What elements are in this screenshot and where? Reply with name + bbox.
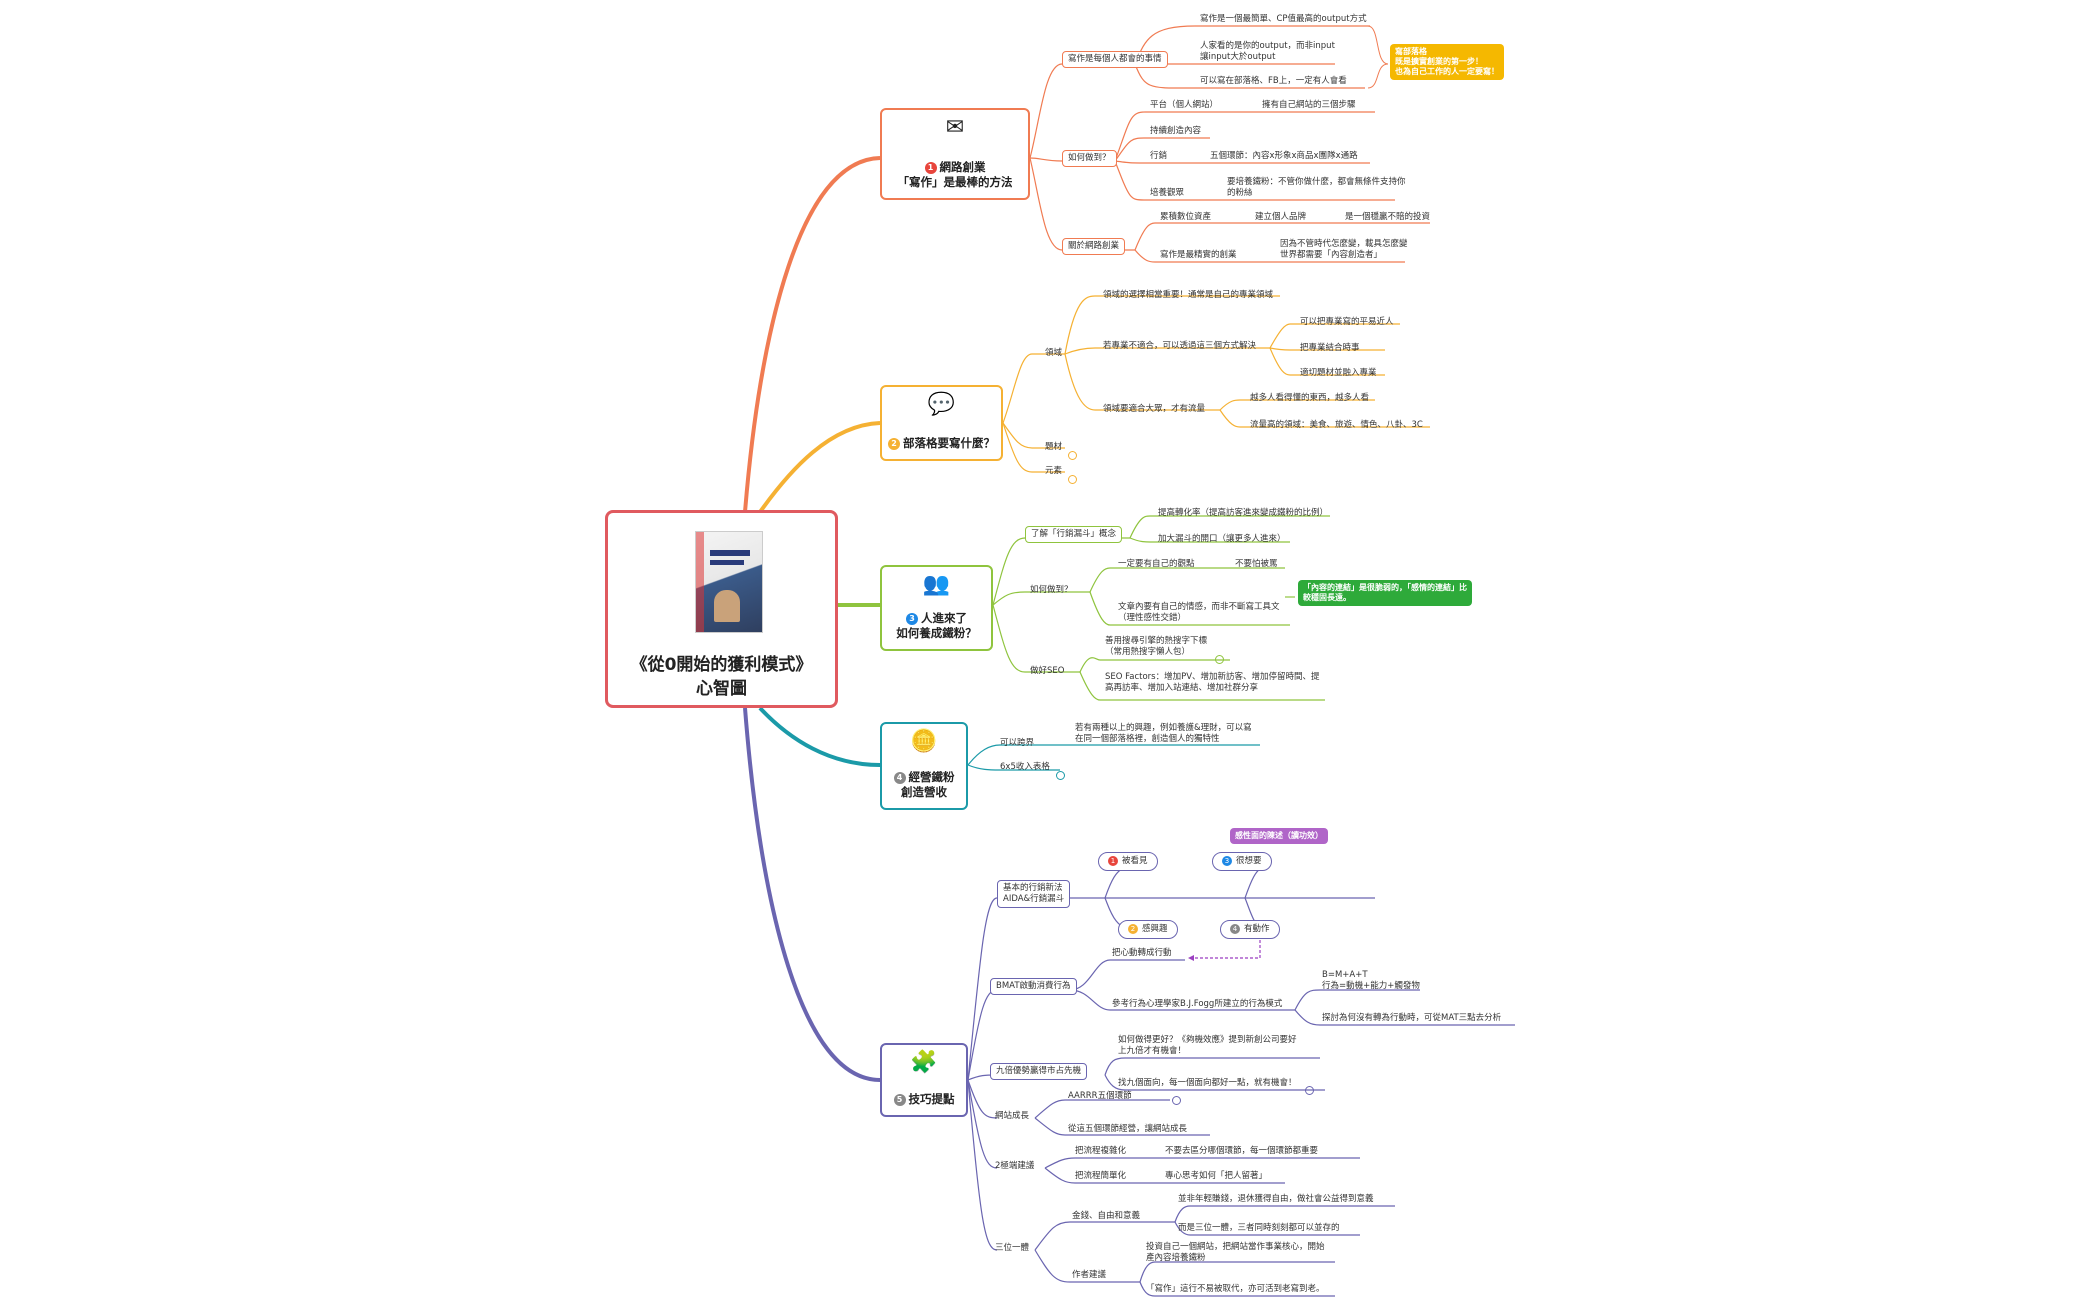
t5-leaf: 找九個面向，每一個面向都好一點，就有機會！ — [1118, 1078, 1297, 1088]
root-title: 《從0開始的獲利模式》 心智圖 — [630, 655, 813, 699]
t3-leaf: 加大漏斗的開口（讓更多人進來） — [1158, 534, 1286, 544]
puzzle-icon: 🧩 — [910, 1050, 938, 1075]
people-icon: 👥 — [922, 572, 951, 597]
t5-leaf: 從這五個環節經營，讓網站成長 — [1068, 1124, 1188, 1134]
t5-leaf: 專心思考如何「把人留著」 — [1165, 1171, 1268, 1181]
t1-leaf: 寫作是最精實的創業 — [1160, 250, 1237, 260]
t2-subtopic-field[interactable]: 領域 — [1045, 348, 1063, 358]
t5-leaf: 如何做得更好？《夠機效應》提到新創公司要好上九倍才有機會！ — [1118, 1035, 1297, 1056]
t2-leaf: 流量高的領域：美食、旅遊、情色、八卦、3C — [1250, 420, 1423, 430]
t5-leaf: 把心動轉成行動 — [1112, 948, 1172, 958]
t3-leaf: SEO Factors：增加PV、增加新訪客、增加停留時間、提高再訪率、增加入站… — [1105, 672, 1320, 693]
t1-leaf: 行銷 — [1150, 151, 1168, 161]
t3-leaf: 不要怕被罵 — [1235, 559, 1278, 569]
t5-leaf: 探討為何沒有轉為行動時，可從MAT三點去分析 — [1322, 1013, 1502, 1023]
t1-leaf: 可以寫在部落格、FB上，一定有人會看 — [1200, 76, 1347, 86]
collapse-icon[interactable] — [1056, 771, 1065, 780]
t3-leaf: 一定要有自己的觀點 — [1118, 559, 1195, 569]
t1-leaf: 五個環節：內容x形象x商品x團隊x通路 — [1210, 151, 1358, 161]
collapse-icon[interactable] — [1068, 475, 1077, 484]
t5-leaf: AARRR五個環節 — [1068, 1091, 1132, 1101]
root-node[interactable]: 《從0開始的獲利模式》 心智圖 — [605, 510, 838, 708]
t5-subtopic-growth[interactable]: 網站成長 — [995, 1111, 1030, 1121]
envelope-icon: ✉ — [945, 115, 965, 140]
t3-subtopic-funnel[interactable]: 了解「行銷漏斗」概念 — [1025, 526, 1123, 543]
t5-leaf: 而是三位一體，三者同時刻刻都可以並存的 — [1178, 1223, 1340, 1233]
t5-subtopic-extremes[interactable]: 2極端建議 — [995, 1161, 1035, 1171]
t1-leaf: 是一個穩贏不賠的投資 — [1345, 212, 1431, 222]
t3-leaf: 文章內要有自己的情感，而非不斷寫工具文（理性感性交錯） — [1118, 602, 1280, 623]
t1-subtopic-how[interactable]: 如何做到？ — [1062, 150, 1117, 167]
branch-line-2 — [758, 421, 881, 514]
t5-leaf: 參考行為心理學家B.J.Fogg所建立的行為模式 — [1112, 999, 1283, 1009]
branch-line-4 — [758, 706, 881, 767]
collapse-icon[interactable] — [1215, 655, 1224, 664]
t1-leaf: 要培養鐵粉：不管你做什麼，都會無條件支持你的粉絲 — [1227, 177, 1406, 198]
t2-leaf: 把專業結合時事 — [1300, 343, 1360, 353]
chat-icon: 💬 — [927, 392, 956, 417]
t4-subtopic-income-table[interactable]: 6x5收入表格 — [1000, 762, 1050, 772]
t3-leaf: 提高轉化率（提高訪客進來變成鐵粉的比例） — [1158, 508, 1329, 518]
t4-leaf: 若有兩種以上的興趣，例如養護&理財，可以寫在同一個部落格裡，創造個人的獨特性 — [1075, 723, 1252, 744]
coins-icon: 🪙 — [910, 729, 938, 754]
t3-callout: 「內容的連結」是很脆弱的，「感情的連結」比較穩固長遠。 — [1298, 580, 1472, 606]
t3-subtopic-how[interactable]: 如何做到？ — [1030, 585, 1073, 595]
t5-callout: 感性面的陳述（讀功效） — [1230, 828, 1328, 844]
t5-subtopic-trinity[interactable]: 三位一體 — [995, 1243, 1030, 1253]
t5-leaf: 投資自己一個網站，把網站當作事業核心，開始產內容培養鐵粉 — [1146, 1242, 1325, 1263]
t1-leaf: 累積數位資產 — [1160, 212, 1212, 222]
collapse-icon[interactable] — [1305, 1086, 1314, 1095]
t1-leaf: 建立個人品牌 — [1255, 212, 1307, 222]
t5-leaf: 金錢、自由和意義 — [1072, 1211, 1141, 1221]
t3-subtopic-seo[interactable]: 做好SEO — [1030, 666, 1065, 676]
book-cover-image — [695, 531, 763, 633]
branch-line-1 — [743, 156, 881, 513]
t5-leaf: 「寫作」這行不易被取代，亦可活到老寫到老。 — [1146, 1284, 1325, 1294]
t1-subtopic-writing[interactable]: 寫作是每個人都會的事情 — [1062, 51, 1168, 68]
t5-leaf: 作者建議 — [1072, 1270, 1107, 1280]
t4-subtopic-crossover[interactable]: 可以跨界 — [1000, 738, 1035, 748]
t1-leaf: 寫作是一個最簡單、CP值最高的output方式 — [1200, 14, 1367, 24]
branch-line-5 — [743, 707, 881, 1082]
collapse-icon[interactable] — [1172, 1096, 1181, 1105]
collapse-icon[interactable] — [1068, 451, 1077, 460]
t2-leaf: 領域要適合大眾，才有流量 — [1103, 404, 1206, 414]
t5-leaf: 把流程簡單化 — [1075, 1171, 1127, 1181]
t1-subtopic-startup[interactable]: 關於網路創業 — [1062, 238, 1126, 255]
t2-subtopic-topic[interactable]: 題材 — [1045, 442, 1063, 452]
t3-leaf: 善用搜尋引擎的熱搜字下標（常用熱搜字懶人包） — [1105, 636, 1208, 657]
t2-leaf: 可以把專業寫的平易近人 — [1300, 317, 1394, 327]
t2-leaf: 領域的選擇相當重要！通常是自己的專業領域 — [1103, 290, 1274, 300]
t5-leaf: 不要去區分哪個環節，每一個環節都重要 — [1165, 1146, 1319, 1156]
t1-leaf: 因為不管時代怎麼變，載具怎麼變世界都需要「內容創造者」 — [1280, 239, 1408, 260]
t2-leaf: 適切題材並融入專業 — [1300, 368, 1377, 378]
dashed-arrow — [1188, 940, 1261, 959]
t1-leaf: 擁有自己網站的三個步驟 — [1262, 100, 1356, 110]
t1-leaf: 平台（個人網站） — [1150, 100, 1219, 110]
t5-leaf: 把流程複雜化 — [1075, 1146, 1127, 1156]
t5-subtopic-nine-times[interactable]: 九倍優勢贏得市占先機 — [990, 1063, 1088, 1080]
t2-leaf: 越多人看得懂的東西，越多人看 — [1250, 393, 1370, 403]
t5-subtopic-bmat[interactable]: BMAT啟動消費行為 — [990, 978, 1077, 995]
t1-callout: 寫部落格既是擴實創業的第一步！也為自己工作的人一定要寫！ — [1390, 44, 1504, 80]
t2-subtopic-element[interactable]: 元素 — [1045, 466, 1063, 476]
t5-leaf: 並非年輕賺錢，退休獲得自由，做社會公益得到意義 — [1178, 1194, 1374, 1204]
t2-leaf: 若專業不適合，可以透過這三個方式解決 — [1103, 341, 1257, 351]
t1-leaf: 培養觀眾 — [1150, 188, 1185, 198]
t1-leaf: 持續創造內容 — [1150, 126, 1202, 136]
